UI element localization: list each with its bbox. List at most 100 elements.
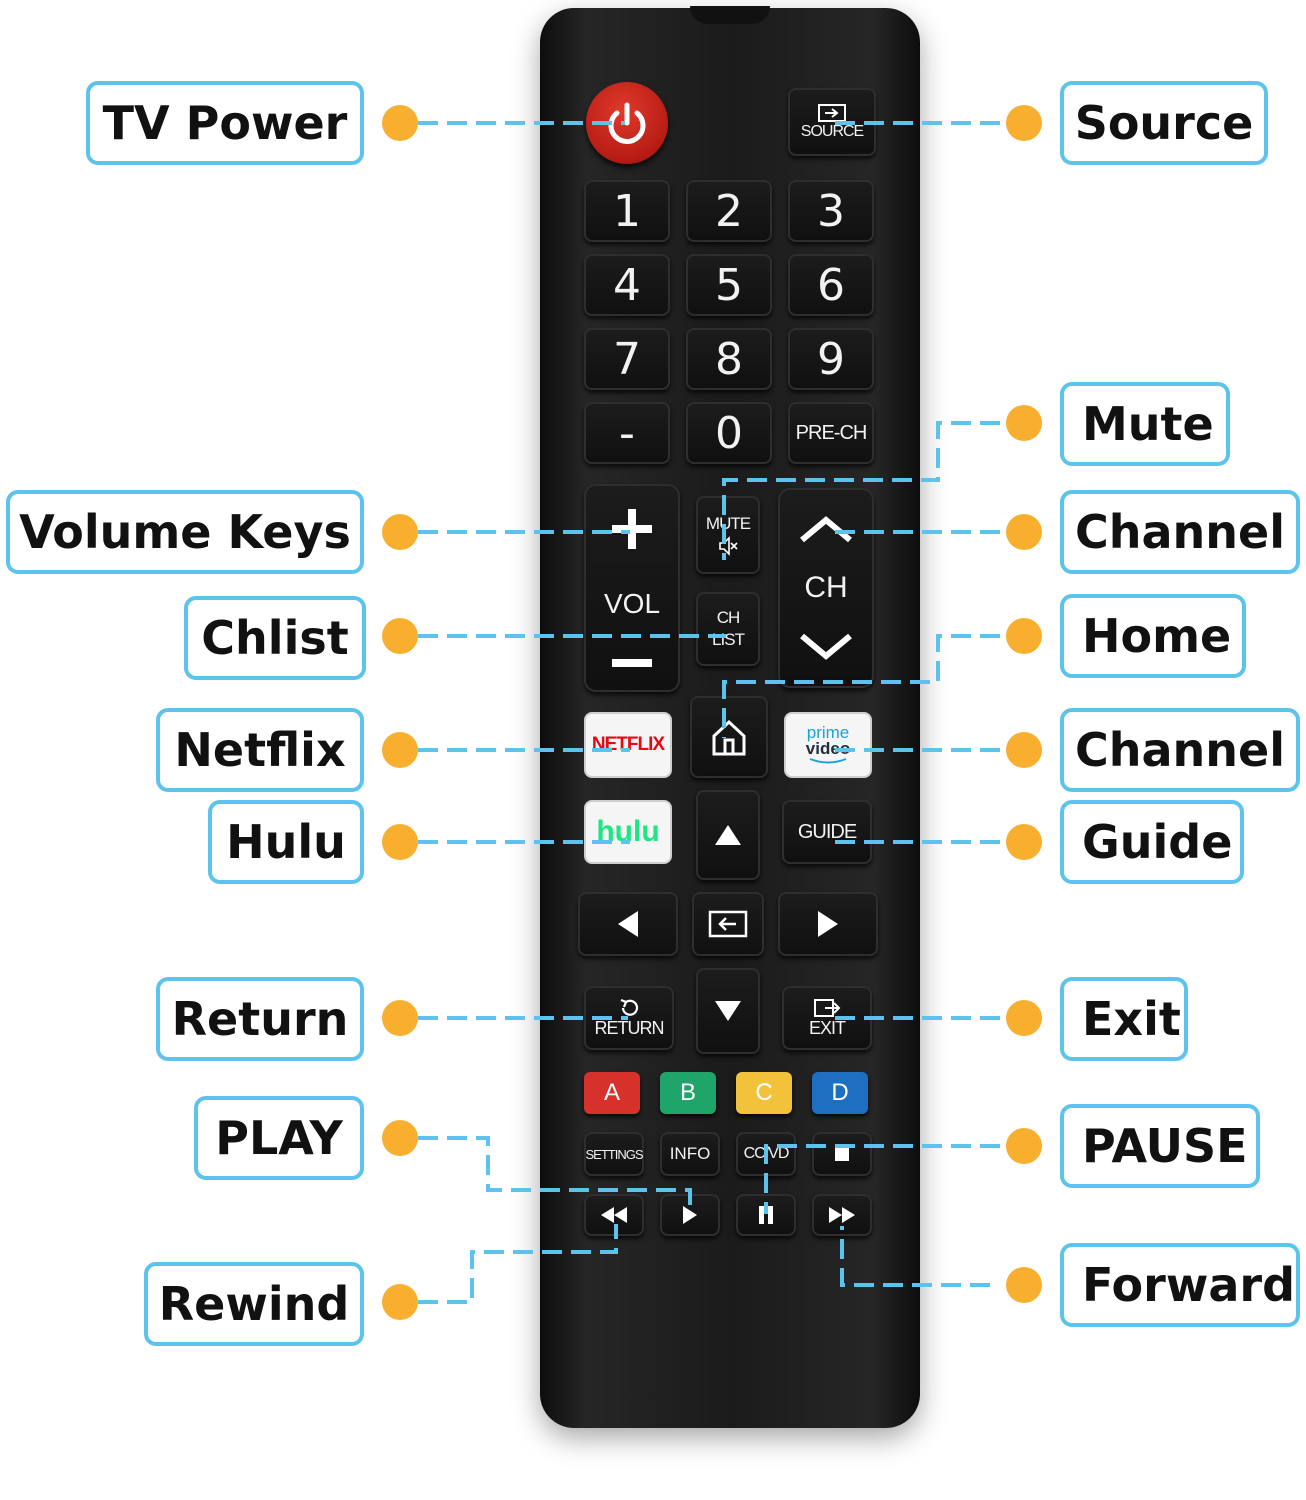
exit-button[interactable]: EXIT: [782, 986, 872, 1050]
callout-dot: [1006, 1267, 1042, 1303]
rewind-icon: [601, 1207, 627, 1223]
source-icon: [818, 104, 846, 122]
callout-chlist: Chlist: [184, 596, 366, 680]
volume-rocker[interactable]: VOL: [584, 484, 680, 692]
number-key-8[interactable]: 8: [686, 328, 772, 390]
number-key-2[interactable]: 2: [686, 180, 772, 242]
callout-dot: [382, 1000, 418, 1036]
home-button[interactable]: [690, 696, 768, 778]
return-icon: [620, 998, 639, 1016]
callout-dot: [382, 105, 418, 141]
callout-dot: [382, 824, 418, 860]
source-label: SOURCE: [800, 123, 864, 140]
return-button[interactable]: RETURN: [584, 986, 674, 1050]
color-key-b[interactable]: B: [660, 1072, 716, 1114]
color-key-label: C: [755, 1079, 773, 1106]
callout-forward: Forward: [1060, 1243, 1300, 1327]
remote-top-notch: [690, 6, 770, 24]
callout-dot: [382, 1284, 418, 1320]
callout-source: Source: [1060, 81, 1268, 165]
callout-dot: [382, 618, 418, 654]
minus-key[interactable]: -: [584, 402, 670, 464]
triangle-left-icon: [618, 911, 638, 937]
fast-forward-icon: [829, 1207, 855, 1223]
pause-icon: [759, 1206, 773, 1224]
channel-rocker[interactable]: CH: [778, 488, 874, 688]
number-key-6[interactable]: 6: [788, 254, 874, 316]
color-key-a[interactable]: A: [584, 1072, 640, 1114]
dpad-up[interactable]: [696, 790, 760, 880]
minus-key-label: -: [619, 407, 635, 459]
exit-icon: [814, 998, 841, 1017]
number-key-label: 7: [613, 333, 641, 385]
channel-label: CH: [804, 571, 848, 604]
callout-dot: [382, 514, 418, 550]
number-key-3[interactable]: 3: [788, 180, 874, 242]
prime-video-button[interactable]: prime video: [784, 712, 872, 778]
dpad-right[interactable]: [778, 892, 878, 956]
callout-home: Home: [1060, 594, 1246, 678]
number-key-1[interactable]: 1: [584, 180, 670, 242]
netflix-button[interactable]: NETFLIX: [584, 712, 672, 778]
callout-guide: Guide: [1060, 800, 1244, 884]
number-key-label: 9: [817, 333, 845, 385]
callout-rewind: Rewind: [144, 1262, 364, 1346]
triangle-up-icon: [715, 825, 741, 845]
dpad-left[interactable]: [578, 892, 678, 956]
number-key-5[interactable]: 5: [686, 254, 772, 316]
dpad-down[interactable]: [696, 968, 760, 1054]
callout-dot: [1006, 1128, 1042, 1164]
callout-mute: Mute: [1060, 382, 1230, 466]
enter-icon: [708, 910, 748, 938]
triangle-right-icon: [818, 911, 838, 937]
callout-play: PLAY: [194, 1096, 364, 1180]
prech-key-label: PRE-CH: [795, 421, 868, 444]
stop-button[interactable]: [812, 1132, 872, 1176]
callout-dot: [1006, 105, 1042, 141]
guide-button[interactable]: GUIDE: [782, 800, 872, 864]
callout-volume-keys: Volume Keys: [6, 490, 364, 574]
prime-logo-line1: prime: [806, 723, 850, 742]
minus-icon: [612, 659, 652, 667]
callout-dot: [382, 732, 418, 768]
guide-label: GUIDE: [797, 820, 857, 843]
prech-key[interactable]: PRE-CH: [788, 402, 874, 464]
stop-icon: [835, 1147, 849, 1161]
source-button[interactable]: SOURCE: [788, 88, 876, 156]
triangle-down-icon: [715, 1001, 741, 1021]
play-icon: [683, 1206, 697, 1224]
color-key-label: B: [679, 1079, 696, 1106]
prime-smile-icon: [809, 758, 847, 764]
number-key-label: 6: [817, 259, 845, 311]
callout-hulu: Hulu: [208, 800, 364, 884]
color-key-c[interactable]: C: [736, 1072, 792, 1114]
callout-dot: [382, 1120, 418, 1156]
return-label: RETURN: [594, 1017, 665, 1038]
callout-prime-channel: Channel: [1060, 708, 1300, 792]
number-key-7[interactable]: 7: [584, 328, 670, 390]
number-key-label: 4: [613, 259, 641, 311]
plus-icon: [612, 509, 652, 549]
chlist-button[interactable]: CH LIST: [696, 592, 760, 666]
number-key-9[interactable]: 9: [788, 328, 874, 390]
settings-button[interactable]: SETTINGS: [584, 1132, 644, 1176]
info-label: INFO: [669, 1144, 711, 1163]
color-key-label: A: [603, 1079, 620, 1106]
number-key-label: 0: [715, 407, 743, 459]
mute-button[interactable]: MUTE: [696, 496, 760, 574]
chlist-label-line1: CH: [716, 608, 741, 627]
number-key-label: 1: [613, 185, 641, 237]
info-button[interactable]: INFO: [660, 1132, 720, 1176]
dpad-ok[interactable]: [692, 892, 764, 956]
chevron-down-icon: [800, 633, 852, 660]
volume-label: VOL: [603, 588, 661, 619]
color-key-d[interactable]: D: [812, 1072, 868, 1114]
number-key-4[interactable]: 4: [584, 254, 670, 316]
pause-button[interactable]: [736, 1194, 796, 1236]
number-key-0[interactable]: 0: [686, 402, 772, 464]
number-key-label: 5: [715, 259, 743, 311]
callout-pause: PAUSE: [1060, 1104, 1260, 1188]
callout-dot: [1006, 824, 1042, 860]
settings-label: SETTINGS: [585, 1146, 644, 1162]
